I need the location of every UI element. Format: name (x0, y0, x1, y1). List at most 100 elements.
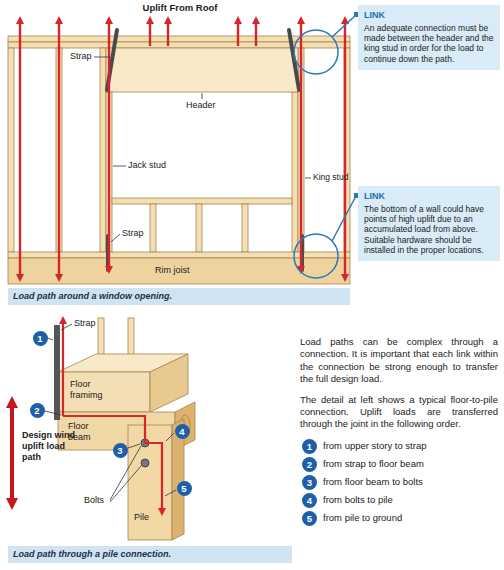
leader-line (128, 444, 140, 448)
pile-connection (150, 354, 188, 412)
leader-line (45, 324, 176, 502)
callout-number-text: 3 (113, 443, 128, 458)
uplift-arrow (237, 20, 239, 46)
list-item-text: from pile to ground (323, 512, 495, 524)
callout-number-text: 2 (302, 457, 317, 472)
leader-line (111, 234, 120, 242)
wall-framing (242, 204, 248, 252)
wall-framing (106, 48, 298, 92)
body-paragraph: Load paths can be complex through a conn… (300, 336, 498, 386)
leader-line (202, 93, 203, 99)
callout-heading: LINK (364, 191, 494, 202)
caption-bar: Load path through a pile connection. (8, 546, 292, 563)
part-label: Pile (133, 512, 150, 523)
uplift-arrow (58, 150, 60, 278)
leader-line (305, 178, 311, 179)
diagram-title: Uplift From Roof (0, 2, 360, 13)
wall-framing (112, 198, 292, 204)
wall-framing (292, 92, 298, 252)
callout-number-text: 3 (302, 475, 317, 490)
part-label: Strap (70, 51, 92, 62)
callout-number: 5 (302, 511, 317, 526)
wall-framing (100, 48, 106, 252)
callout-number: 3 (113, 443, 128, 458)
uplift-arrow (19, 20, 21, 150)
load-path (63, 416, 162, 512)
leader-line (110, 466, 141, 502)
strap (107, 30, 302, 270)
uplift-arrow (300, 150, 302, 270)
callout-number-text: 1 (33, 331, 48, 346)
callout-number-text: 2 (30, 403, 45, 418)
leader-line (61, 324, 72, 330)
uplift-arrow (58, 20, 60, 150)
part-label: King stud (313, 172, 348, 183)
design-uplift-arrow (10, 452, 14, 504)
wall-framing (8, 48, 14, 252)
callout-number-text: 4 (175, 424, 190, 439)
callout-number: 2 (30, 403, 45, 418)
part-label: Header (186, 100, 216, 111)
leader-line (165, 490, 176, 496)
uplift-arrow (300, 20, 302, 150)
callout-number: 4 (175, 424, 190, 439)
load-path (62, 320, 64, 416)
link-callout-box: LINKThe bottom of a wall could have poin… (358, 186, 500, 261)
link-callout-box: LINK An adequate connection must be made … (358, 5, 500, 70)
leader-line (45, 411, 61, 415)
uplift-arrow (344, 20, 346, 150)
part-label: Rim joist (154, 265, 191, 276)
callout-number: 4 (302, 493, 317, 508)
callout-number-text: 4 (302, 493, 317, 508)
part-label: Jack stud (128, 160, 166, 171)
part-label: Design wind uplift load path (22, 430, 84, 463)
part-label: Floor framimg (70, 379, 114, 401)
link-callout (332, 196, 356, 241)
part-label: Bolts (84, 495, 104, 506)
load-path (63, 320, 162, 512)
design-uplift-arrow (10, 402, 14, 504)
callout-number-text: 5 (302, 511, 317, 526)
list-item-text: from floor beam to bolts (323, 476, 495, 488)
leader-line (166, 433, 174, 441)
list-item-text: from upper story to strap (323, 440, 495, 452)
pile-connection (98, 318, 104, 356)
uplift-arrow (20, 20, 345, 278)
uplift-arrow (149, 20, 151, 46)
callout-number: 2 (302, 457, 317, 472)
link-callout (294, 15, 356, 278)
bolt (141, 459, 149, 467)
uplift-arrow (108, 20, 110, 150)
list-item-text: from bolts to pile (323, 494, 495, 506)
leader-line (94, 57, 311, 242)
leader-line (113, 166, 126, 167)
pile-connection (58, 318, 195, 540)
caption-bar: Load path around a window opening. (8, 288, 350, 305)
uplift-arrow (19, 150, 21, 278)
callout-number: 5 (177, 481, 192, 496)
wall-framing (196, 204, 202, 252)
callout-number: 3 (302, 475, 317, 490)
callout-number-text: 1 (302, 439, 317, 454)
link-callout (294, 30, 338, 74)
uplift-arrow (255, 20, 257, 46)
leader-line (48, 338, 53, 340)
part-label: Strap (74, 318, 96, 329)
caption-text: Load path around a window opening. (13, 291, 345, 302)
leader-line (94, 57, 110, 58)
list-item-text: from strap to floor beam (323, 458, 495, 470)
uplift-arrow (167, 20, 169, 46)
pile-connection (128, 318, 134, 356)
strap (54, 325, 60, 420)
link-callout (332, 15, 356, 37)
design-uplift-arrow (10, 402, 14, 452)
callout-heading: LINK (364, 10, 494, 21)
wall-framing (150, 204, 156, 252)
part-label: Strap (122, 228, 144, 239)
body-paragraph: The detail at left shows a typical floor… (300, 394, 498, 431)
callout-number: 1 (302, 439, 317, 454)
caption-text: Load path through a pile connection. (13, 549, 287, 560)
callout-number: 1 (33, 331, 48, 346)
callout-body: An adequate connection must be made betw… (364, 23, 494, 64)
